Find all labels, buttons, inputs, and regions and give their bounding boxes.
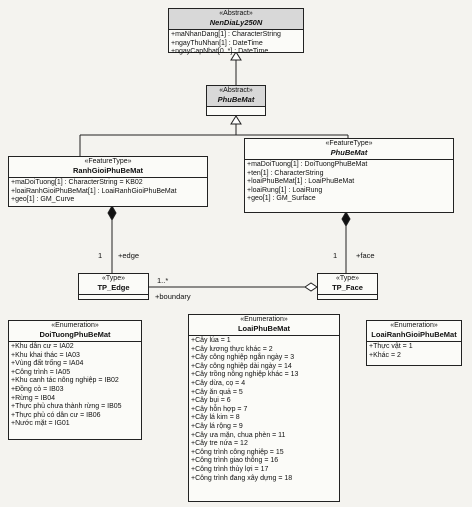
literal-list: +Khu dân cư = IA02 +Khu khai thác = IA03… (9, 342, 141, 430)
class-nen-dia-ly-250n[interactable]: «Abstract» NenDiaLy250N +maNhanDang[1] :… (168, 8, 304, 55)
enum-literal: +Công trình = IA05 (11, 368, 71, 376)
enum-literal: +Công trình đang xây dựng = 18 (191, 474, 293, 482)
class-name: RanhGioiPhuBeMat (72, 166, 143, 175)
enum-literal: +Công trình công nghiệp = 15 (191, 448, 284, 456)
class-name: PhuBeMat (217, 95, 255, 104)
attribute: +loaiRung[1] : LoaiRung (247, 186, 323, 194)
class-name: NenDiaLy250N (209, 18, 263, 27)
enum-literal: +Cây công nghiệp dài ngày = 14 (191, 362, 292, 370)
multiplicity-face: 1 (333, 251, 338, 260)
class-header: «Abstract» NenDiaLy250N (169, 9, 303, 30)
class-header: «Abstract» PhuBeMat (207, 86, 265, 107)
enum-header: «Enumeration» DoiTuongPhuBeMat (9, 321, 141, 342)
enum-header: «Enumeration» LoaiPhuBeMat (189, 315, 339, 336)
stereotype-label: «Enumeration» (51, 322, 99, 329)
enum-literal: +Cây bụi = 6 (191, 397, 231, 405)
class-header: «FeatureType» RanhGioiPhuBeMat (9, 157, 207, 178)
enum-literal: +Cây công nghiệp ngắn ngày = 3 (191, 354, 295, 362)
literal-list: +Thực vật = 1 +Khác = 2 (367, 342, 461, 361)
enum-literal: +Cây ưa mặn, chua phèn = 11 (191, 431, 286, 439)
stereotype-label: «Abstract» (219, 87, 253, 94)
multiplicity-edge: 1 (98, 251, 103, 260)
enum-doi-tuong-phu-be-mat[interactable]: «Enumeration» DoiTuongPhuBeMat +Khu dân … (8, 320, 142, 440)
multiplicity-boundary: 1..* (157, 276, 169, 285)
empty-compartment (207, 107, 265, 111)
class-name: PhuBeMat (330, 148, 368, 157)
enum-literal: +Khu dân cư = IA02 (11, 343, 74, 350)
attribute: +ngayCapNhat[0..*] : DateTime (171, 48, 269, 56)
enum-literal: +Rừng = IB04 (11, 394, 55, 402)
enum-literal: +Công trình giao thông = 16 (191, 457, 279, 465)
composition-diamond-edge (107, 204, 117, 222)
attribute-list: +maDoiTuong[1] : DoiTuongPhuBeMat +ten[1… (245, 160, 453, 205)
class-header: «Type» TP_Face (318, 274, 377, 295)
literal-list: +Cây lúa = 1 +Cây lương thực khác = 2 +C… (189, 336, 339, 484)
attribute: +geo[1] : GM_Surface (247, 195, 316, 203)
enum-literal: +Cây dừa, cọ = 4 (191, 379, 246, 387)
enum-header: «Enumeration» LoaiRanhGioiPhuBeMat (367, 321, 461, 342)
class-tp-face[interactable]: «Type» TP_Face (317, 273, 378, 300)
role-face: +face (356, 251, 375, 260)
enum-literal: +Cây ăn quả = 5 (191, 388, 243, 396)
enum-literal: +Nước mặt = IG01 (11, 420, 70, 428)
attribute-list: +maNhanDang[1] : CharacterString +ngayTh… (169, 30, 303, 58)
role-edge: +edge (118, 251, 140, 260)
class-header: «FeatureType» PhuBeMat (245, 139, 453, 160)
enum-loai-ranh-gioi-phu-be-mat[interactable]: «Enumeration» LoaiRanhGioiPhuBeMat +Thực… (366, 320, 462, 366)
composition-diamond-face (341, 210, 351, 228)
enum-literal: +Thực phủ chưa thành rừng = IB05 (11, 403, 122, 411)
class-phu-be-mat-abstract[interactable]: «Abstract» PhuBeMat (206, 85, 266, 116)
class-header: «Type» TP_Edge (79, 274, 148, 295)
enum-literal: +Công trình thủy lợi = 17 (191, 465, 269, 473)
stereotype-label: «Type» (102, 275, 125, 282)
enum-literal: +Khu canh tác nông nghiệp = IB02 (11, 377, 119, 385)
attribute: +maDoiTuong[1] : DoiTuongPhuBeMat (247, 161, 368, 168)
class-ranh-gioi-phu-be-mat[interactable]: «FeatureType» RanhGioiPhuBeMat +maDoiTuo… (8, 156, 208, 207)
role-boundary: +boundary (155, 292, 191, 301)
attribute: +geo[1] : GM_Curve (11, 196, 75, 204)
enum-literal: +Thực vật = 1 (369, 343, 413, 350)
attribute: +maDoiTuong[1] : CharacterString = KB02 (11, 179, 143, 186)
class-tp-edge[interactable]: «Type» TP_Edge (78, 273, 149, 300)
class-name: TP_Face (332, 283, 363, 292)
stereotype-label: «Enumeration» (390, 322, 438, 329)
enum-literal: +Cây lá kim = 8 (191, 414, 240, 422)
enum-literal: +Đồng cỏ = IB03 (11, 385, 64, 393)
stereotype-label: «FeatureType» (84, 158, 132, 165)
enum-name: LoaiRanhGioiPhuBeMat (371, 330, 457, 339)
enum-literal: +Khu khai thác = IA03 (11, 351, 80, 359)
enum-literal: +Khác = 2 (369, 351, 401, 359)
enum-literal: +Cây trồng nông nghiệp khác = 13 (191, 371, 299, 379)
enum-literal: +Cây hỗn hợp = 7 (191, 405, 248, 413)
generalization-arrowhead-featuretype (230, 115, 242, 125)
enum-loai-phu-be-mat[interactable]: «Enumeration» LoaiPhuBeMat +Cây lúa = 1 … (188, 314, 340, 502)
attribute: +maNhanDang[1] : CharacterString (171, 31, 281, 38)
enum-literal: +Cây lá rộng = 9 (191, 422, 243, 430)
attribute: +ngayThuNhan[1] : DateTime (171, 39, 263, 47)
attribute-list: +maDoiTuong[1] : CharacterString = KB02 … (9, 178, 207, 206)
attribute: +loaiRanhGioiPhuBeMat[1] : LoaiRanhGioiP… (11, 187, 177, 195)
enum-name: LoaiPhuBeMat (237, 324, 291, 333)
aggregation-diamond-boundary (304, 282, 318, 292)
stereotype-label: «Type» (336, 275, 359, 282)
enum-literal: +Cây tre nứa = 12 (191, 440, 248, 448)
stereotype-label: «Abstract» (219, 10, 253, 17)
generalization-arrowhead-abstract (230, 51, 242, 61)
enum-literal: +Cây lương thực khác = 2 (191, 345, 273, 353)
attribute: +ten[1] : CharacterString (247, 169, 324, 177)
stereotype-label: «Enumeration» (240, 316, 288, 323)
class-phu-be-mat-feature[interactable]: «FeatureType» PhuBeMat +maDoiTuong[1] : … (244, 138, 454, 213)
enum-literal: +Thực phủ có dân cư = IB06 (11, 411, 101, 419)
stereotype-label: «FeatureType» (325, 140, 373, 147)
class-name: TP_Edge (97, 283, 130, 292)
attribute: +loaiPhuBeMat[1] : LoaiPhuBeMat (247, 178, 355, 186)
enum-literal: +Cây lúa = 1 (191, 337, 231, 344)
enum-literal: +Vùng đất trống = IA04 (11, 360, 84, 368)
enum-name: DoiTuongPhuBeMat (39, 330, 111, 339)
